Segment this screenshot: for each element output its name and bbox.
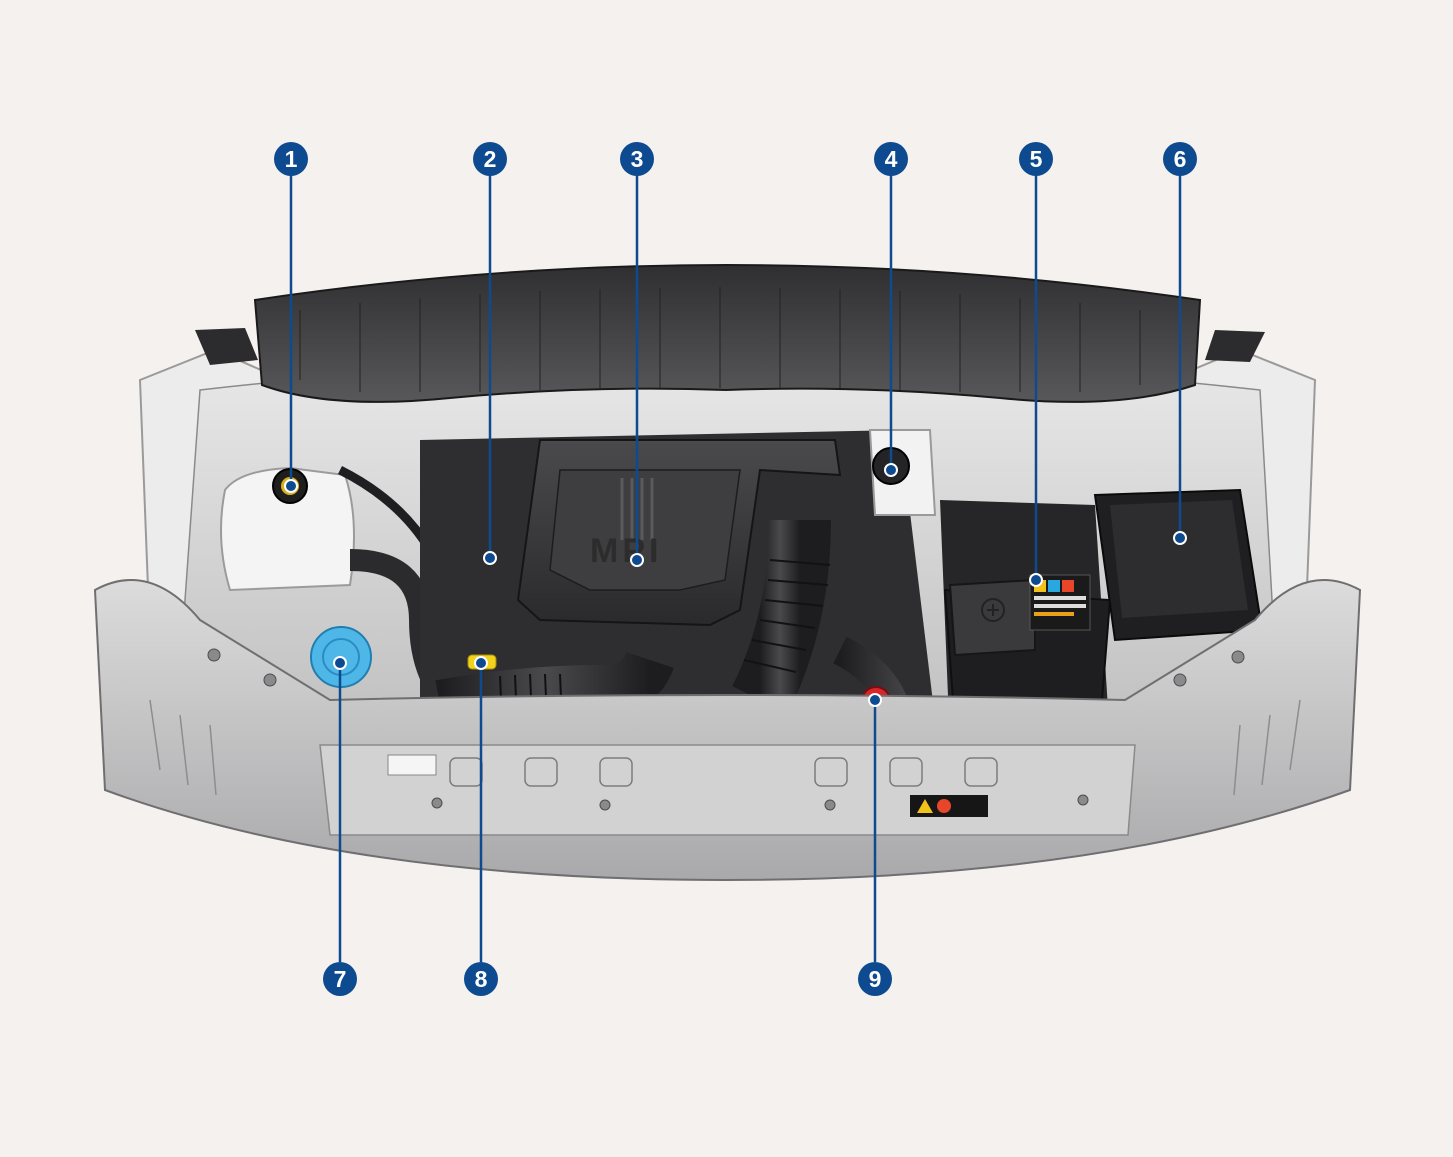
callout-5: 5: [1019, 142, 1053, 176]
emission-label: [387, 754, 437, 776]
coolant-reservoir: [220, 466, 355, 592]
intake-hose: [732, 519, 831, 714]
callout-5-number: 5: [1030, 146, 1043, 172]
panel-bolts: [207, 648, 1245, 811]
right-hood-hinge: [1205, 330, 1265, 362]
callout-1-number: 1: [285, 146, 298, 172]
cowl-ribs: [299, 287, 1141, 392]
callout-2-number: 2: [484, 146, 497, 172]
callout-8: 8: [464, 962, 498, 996]
left-hood-hinge: [195, 328, 258, 365]
cowl-panel: [253, 264, 1202, 403]
bumper-fins: [149, 699, 1301, 796]
panel-slots: [449, 757, 998, 787]
battery-cover: [948, 578, 1036, 657]
callout-1: 1: [274, 142, 308, 176]
callout-9: 9: [858, 962, 892, 996]
callout-6: 6: [1163, 142, 1197, 176]
callout-9-number: 9: [869, 966, 882, 992]
engine-cover-ribs: [620, 478, 654, 540]
callout-3-number: 3: [631, 146, 644, 172]
callout-2: 2: [473, 142, 507, 176]
callout-4: 4: [874, 142, 908, 176]
callout-4-number: 4: [885, 146, 898, 172]
leader-lines: [289, 175, 1182, 962]
engine-cover-label: MPI: [590, 532, 662, 570]
callout-3: 3: [620, 142, 654, 176]
callout-7: 7: [323, 962, 357, 996]
callout-8-number: 8: [475, 966, 488, 992]
callout-7-number: 7: [334, 966, 347, 992]
callout-6-number: 6: [1174, 146, 1187, 172]
leader-dots: [284, 463, 1187, 707]
